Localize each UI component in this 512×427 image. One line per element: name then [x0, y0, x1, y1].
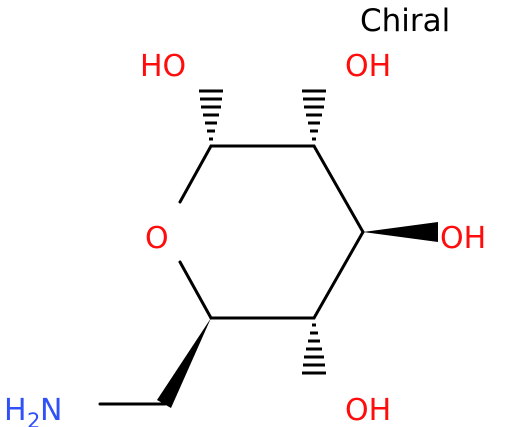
chiral-label: Chiral: [360, 3, 450, 39]
bond-c3-c4: [312, 230, 365, 320]
atom-label-amine-subscript: 2: [27, 409, 40, 427]
atom-label-oh-c2: OH: [345, 49, 391, 84]
atom-label-amine-h: H: [4, 393, 27, 427]
wedge-bond-c5-c6: [157, 318, 211, 408]
atom-label-oh-c3: OH: [440, 221, 486, 256]
bond-c2-c3: [312, 144, 365, 234]
ring-bonds: [98, 144, 365, 406]
hash-bond-c1-ho: [199, 89, 223, 141]
atom-label-ho-c1: HO: [140, 49, 186, 84]
atom-label-ring-oxygen: O: [145, 221, 169, 256]
hash-bond-c4-oh: [302, 323, 326, 375]
bond-o-c1: [178, 144, 213, 204]
atom-label-oh-c4: OH: [345, 393, 391, 427]
wedge-bond-c3-oh: [363, 222, 438, 242]
atom-label-amine-n: N: [40, 393, 62, 427]
hash-bond-c2-oh: [302, 89, 326, 141]
bond-c5-o: [178, 260, 213, 320]
